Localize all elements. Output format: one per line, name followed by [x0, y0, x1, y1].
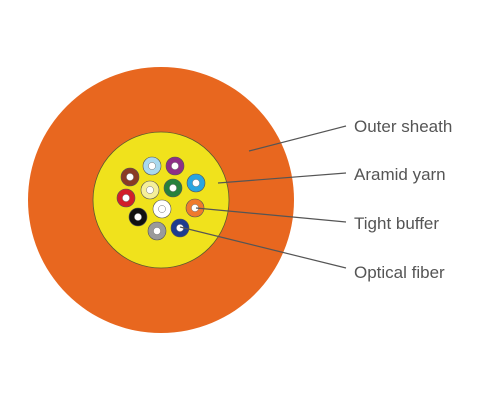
fiber-violet-core [171, 162, 179, 170]
label-aramid-yarn: Aramid yarn [354, 165, 446, 184]
leader-line-aramid-yarn [217, 172, 347, 184]
label-optical-fiber: Optical fiber [354, 263, 445, 282]
fiber-light-blue-core [148, 162, 156, 170]
fiber-bundle [116, 156, 206, 241]
leader-line-outer-sheath [248, 125, 347, 152]
leader-line-tight-buffer [195, 207, 347, 223]
fiber-gray-core [153, 227, 161, 235]
fiber-red-core [122, 194, 130, 202]
fiber-brown-core [126, 173, 134, 181]
label-tight-buffer: Tight buffer [354, 214, 439, 233]
label-outer-sheath: Outer sheath [354, 117, 452, 136]
leader-line-optical-fiber [179, 226, 347, 269]
fiber-black-core [134, 213, 142, 221]
leader-lines [179, 125, 347, 269]
fiber-white-core [158, 205, 166, 213]
fiber-aqua-core [192, 179, 200, 187]
fiber-cream-core [146, 186, 154, 194]
fiber-green-core [169, 184, 177, 192]
